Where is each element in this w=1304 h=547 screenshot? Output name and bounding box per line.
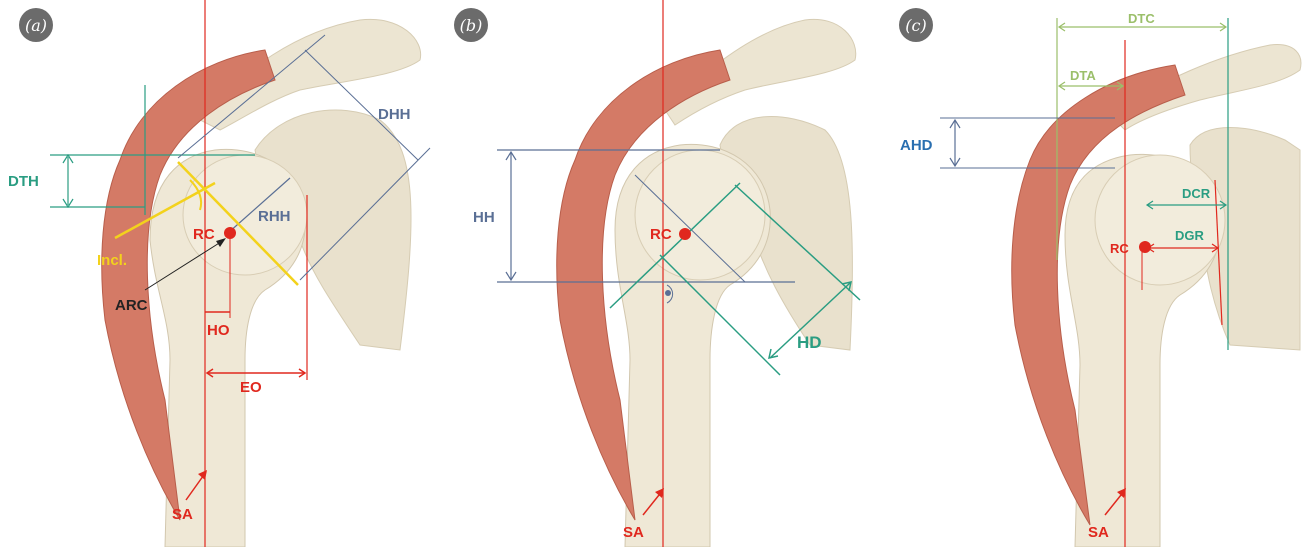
panel-a: (a) DTH DHH RHH RC Incl. ARC HO EO SA <box>0 0 434 547</box>
panel-c: (c) DTC DTA AHD DCR DGR RC SA <box>870 0 1304 547</box>
label-dhh: DHH <box>378 106 411 123</box>
label-hh: HH <box>473 209 495 226</box>
rotation-center-dot <box>679 228 691 240</box>
humeral-head <box>635 150 765 280</box>
panel-a-badge-label: (a) <box>25 16 47 35</box>
label-arc: ARC <box>115 297 148 314</box>
label-rc: RC <box>1110 241 1129 256</box>
label-dgr: DGR <box>1175 228 1205 243</box>
label-dth: DTH <box>8 173 39 190</box>
panel-c-diagram: (c) DTC DTA AHD DCR DGR RC SA <box>870 0 1304 547</box>
panel-a-diagram: (a) DTH DHH RHH RC Incl. ARC HO EO SA <box>0 0 434 547</box>
label-rc: RC <box>650 226 672 243</box>
label-incl: Incl. <box>97 252 127 269</box>
label-hd: HD <box>797 333 822 352</box>
label-ahd: AHD <box>900 137 933 154</box>
label-ho: HO <box>207 322 230 339</box>
humeral-head <box>1095 155 1225 285</box>
panel-c-badge-label: (c) <box>905 16 926 35</box>
label-sa: SA <box>623 524 644 541</box>
panel-b-badge-label: (b) <box>460 16 483 35</box>
rotation-center-dot <box>224 227 236 239</box>
label-dcr: DCR <box>1182 186 1211 201</box>
panel-b-diagram: (b) HH RC HD SA <box>435 0 869 547</box>
label-dta: DTA <box>1070 68 1096 83</box>
label-dtc: DTC <box>1128 11 1155 26</box>
label-sa: SA <box>172 506 193 523</box>
panel-b: (b) HH RC HD SA <box>435 0 869 547</box>
label-rc: RC <box>193 226 215 243</box>
label-sa: SA <box>1088 524 1109 541</box>
label-rhh: RHH <box>258 208 291 225</box>
rotation-center-dot <box>1139 241 1151 253</box>
label-eo: EO <box>240 379 262 396</box>
